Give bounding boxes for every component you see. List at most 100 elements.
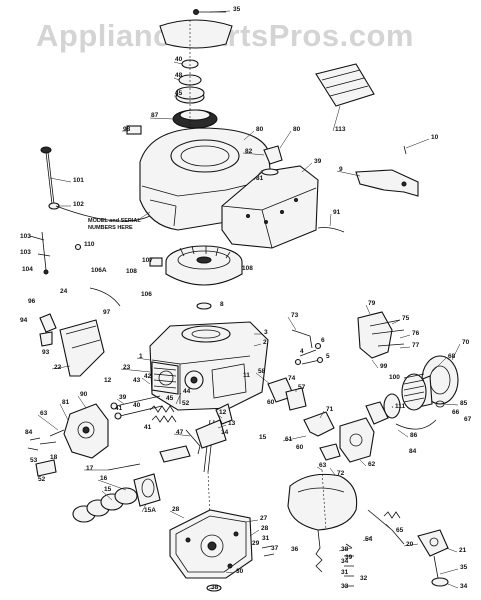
governor-spring-52 [35, 459, 57, 477]
part-number-label: 101 [73, 177, 84, 184]
part-number-label: 42 [144, 373, 152, 380]
part-number-label: 40 [133, 402, 141, 409]
part-number-label: 65 [396, 527, 404, 534]
part-number-label: 11 [243, 372, 250, 379]
part-number-label: 84 [25, 429, 33, 436]
bracket-79 [357, 311, 393, 359]
flywheel-108 [149, 245, 243, 310]
part-number-label: 63 [319, 462, 327, 469]
part-number-label: 4 [300, 348, 304, 355]
part-number-label: 81 [62, 399, 70, 406]
piston-rings [72, 445, 191, 523]
part-number-label: 1 [139, 353, 143, 360]
carburetor-90 [27, 403, 109, 477]
piston-15a [133, 473, 161, 507]
part-number-label: 33 [341, 583, 349, 590]
part-number-label: 47 [176, 429, 184, 436]
crankshaft [185, 403, 233, 519]
part-number-label: 53 [30, 457, 38, 464]
nut-8 [196, 302, 212, 310]
bracket-9 [355, 145, 419, 197]
part-number-label: 93 [42, 349, 50, 356]
part-number-label: 66 [452, 409, 460, 416]
part-number-label: 39 [119, 394, 127, 401]
note-line-2: NUMBERS HERE [88, 225, 133, 231]
part-number-label: 81 [256, 175, 264, 182]
part-number-label: 61 [285, 436, 293, 443]
part-number-label: 71 [326, 406, 334, 413]
part-number-label: 20 [406, 541, 414, 548]
part-number-label: 76 [412, 330, 420, 337]
part-number-label: 23 [123, 364, 131, 371]
note-line-1: MODEL and SERIAL [88, 218, 141, 224]
part-number-label: 41 [144, 424, 152, 431]
starter-cup [159, 19, 233, 49]
part-number-label: 17 [86, 465, 94, 472]
part-number-label: 113 [335, 126, 346, 133]
part-number-label: 102 [73, 201, 84, 208]
part-number-label: 12 [104, 377, 112, 384]
part-number-label: 45 [166, 395, 174, 402]
screw-10 [403, 145, 407, 155]
valve-spring [149, 405, 175, 413]
fasteners [344, 543, 354, 587]
part-number-label: 68 [448, 353, 456, 360]
part-number-label: 28 [172, 506, 180, 513]
part-number-label: 35 [233, 6, 241, 13]
part-number-label: 43 [133, 377, 141, 384]
screw-head [193, 9, 199, 15]
part-number-label: 57 [298, 384, 306, 391]
oil-dipstick [29, 146, 151, 275]
part-number-label: 38 [211, 584, 219, 591]
part-number-label: 30 [236, 568, 244, 575]
part-number-label: 111 [395, 403, 406, 410]
part-number-label: 34 [341, 558, 349, 565]
part-number-label: 86 [410, 432, 418, 439]
cylinder-fins [153, 367, 177, 389]
part-number-label: 90 [80, 391, 88, 398]
part-number-label: 21 [459, 547, 467, 554]
part-number-label: 98 [123, 126, 131, 133]
recoil-starter-assembly [159, 9, 233, 135]
part-number-label: 48 [175, 72, 183, 79]
part-number-label: 108 [242, 265, 253, 272]
key-107 [149, 257, 163, 267]
part-number-label: 9 [339, 166, 343, 173]
part-number-label: 45 [175, 90, 183, 97]
gas-cap-82 [263, 145, 283, 165]
part-number-label: 99 [380, 363, 388, 370]
valve-71 [303, 411, 335, 437]
part-number-label: 52 [182, 400, 190, 407]
pulley-assembly [357, 311, 459, 430]
part-number-label: 108 [126, 268, 137, 275]
part-number-label: 31 [262, 535, 270, 542]
part-number-label: 70 [462, 339, 470, 346]
part-number-label: 72 [337, 470, 345, 477]
part-number-label: 97 [103, 309, 111, 316]
part-number-label: 5 [326, 353, 330, 360]
part-number-label: 13 [228, 420, 236, 427]
part-number-label: 41 [115, 405, 123, 412]
part-number-label: 15 [259, 434, 267, 441]
part-number-label: 27 [260, 515, 268, 522]
model-serial-note: MODEL and SERIAL NUMBERS HERE [88, 211, 151, 231]
spring-34 [315, 529, 323, 573]
part-number-label: 29 [252, 540, 260, 547]
part-number-label: 40 [175, 56, 183, 63]
connecting-rod [215, 403, 233, 425]
rod-17 [159, 445, 191, 463]
part-number-label: 44 [183, 388, 191, 395]
part-number-label: 60 [267, 399, 275, 406]
part-number-label: 60 [296, 444, 304, 451]
part-number-label: 8 [220, 301, 224, 308]
part-number-label: 15 [104, 486, 112, 493]
part-number-label: 80 [293, 126, 301, 133]
part-number-label: 15A [144, 507, 156, 514]
part-number-label: 34 [460, 583, 468, 590]
part-number-label: 39 [345, 554, 353, 561]
muffler-63 [287, 469, 358, 573]
part-number-label: 74 [288, 375, 296, 382]
breather-62 [319, 417, 375, 463]
part-number-label: 32 [360, 575, 368, 582]
